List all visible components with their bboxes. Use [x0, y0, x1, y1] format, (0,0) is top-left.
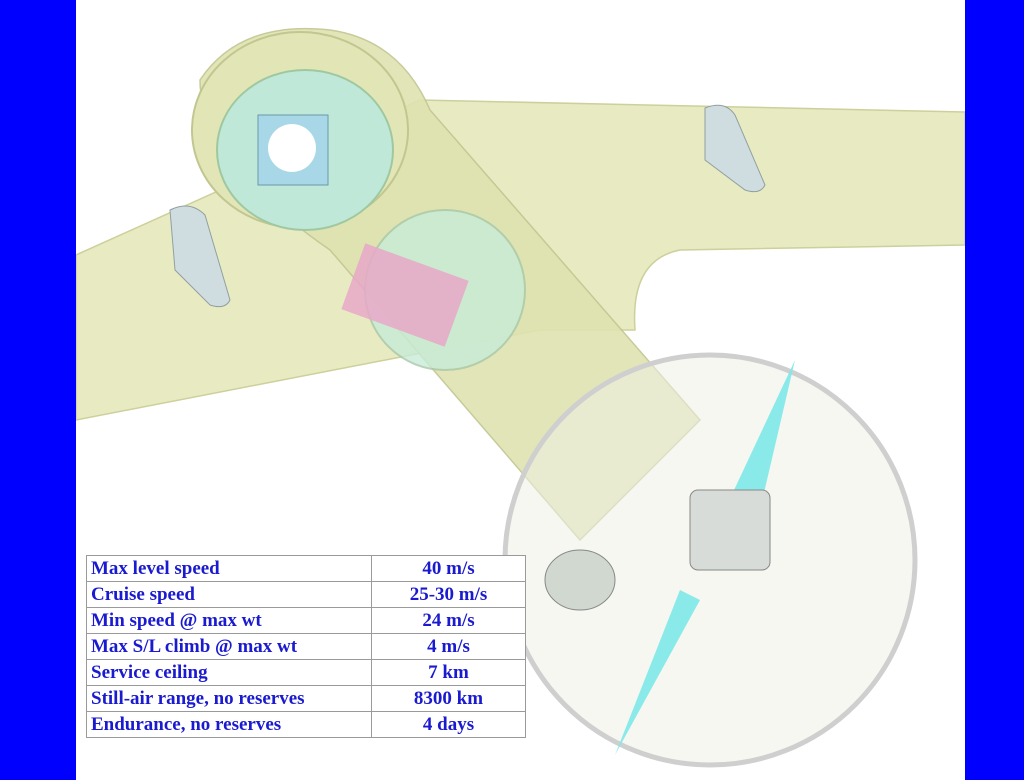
- spec-label: Cruise speed: [86, 581, 372, 608]
- spec-value: 25-30 m/s: [371, 581, 526, 608]
- propeller-blade-upper: [720, 360, 795, 520]
- uav-cad-rendering: [76, 27, 965, 768]
- left-border-bar: [0, 0, 76, 780]
- fuel-tank: [341, 243, 469, 347]
- engine-spinner: [544, 549, 616, 611]
- spec-label: Still-air range, no reserves: [86, 685, 372, 712]
- spec-label: Endurance, no reserves: [86, 711, 372, 738]
- spec-label: Service ceiling: [86, 659, 372, 686]
- spec-value: 4 days: [371, 711, 526, 738]
- spec-label: Max level speed: [86, 555, 372, 582]
- spec-value: 7 km: [371, 659, 526, 686]
- right-wing-pod: [704, 104, 766, 193]
- spec-value: 8300 km: [371, 685, 526, 712]
- spec-value: 40 m/s: [371, 555, 526, 582]
- propeller-blade-lower: [615, 590, 700, 755]
- engine: [689, 489, 771, 571]
- left-wing-pod: [169, 205, 231, 308]
- spec-value: 24 m/s: [371, 607, 526, 634]
- spec-value: 4 m/s: [371, 633, 526, 660]
- spec-label: Min speed @ max wt: [86, 607, 372, 634]
- spec-label: Max S/L climb @ max wt: [86, 633, 372, 660]
- right-border-bar: [965, 0, 1024, 780]
- camera-lens: [268, 124, 316, 172]
